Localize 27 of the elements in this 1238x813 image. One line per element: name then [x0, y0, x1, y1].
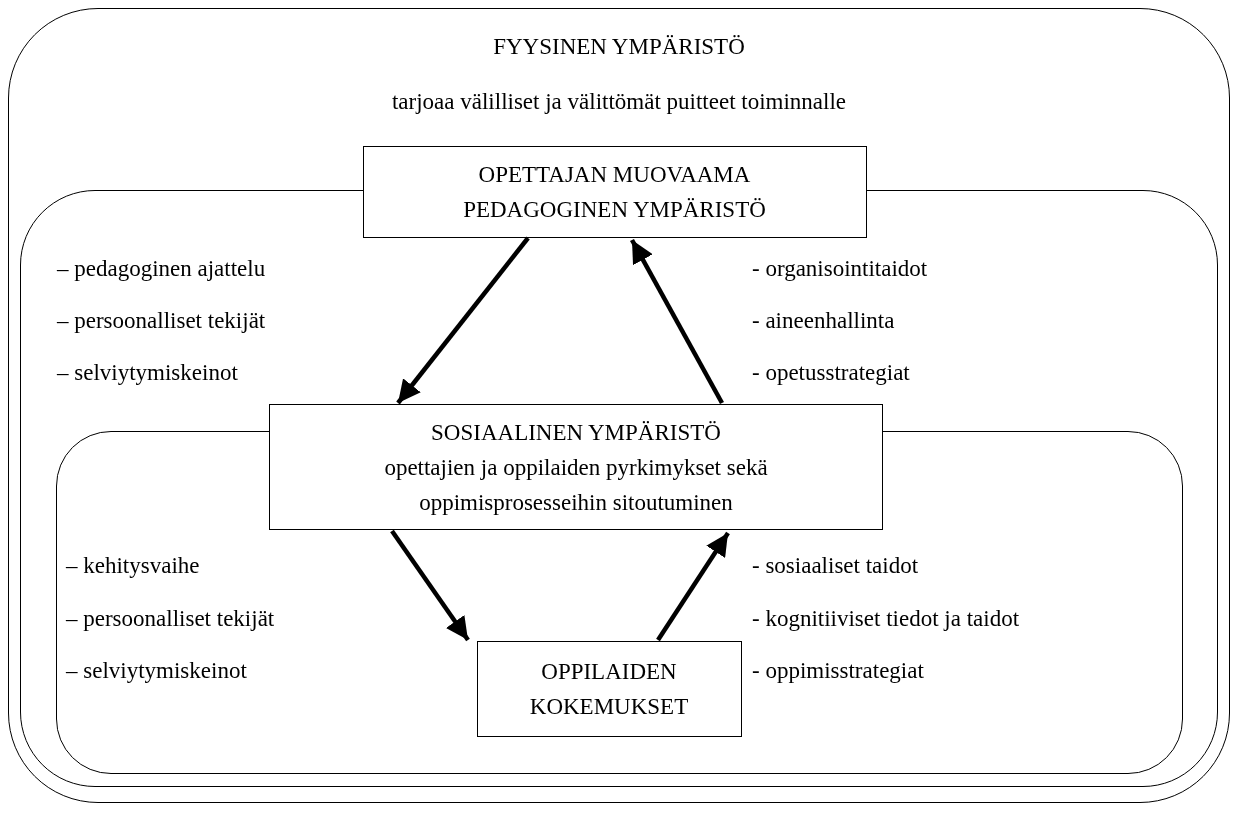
- list-item-text: – selviytymiskeinot: [66, 657, 247, 685]
- list-item-text: - opetusstrategiat: [752, 359, 910, 387]
- arrow: [656, 531, 730, 642]
- list-item-text: - kognitiiviset tiedot ja taidot: [752, 605, 1019, 633]
- arrow: [630, 238, 724, 405]
- list-item-text: – persoonalliset tekijät: [57, 307, 266, 335]
- list-item-text: – persoonalliset tekijät: [66, 605, 275, 633]
- process-box: [362, 145, 867, 238]
- heading-text: OPETTAJAN MUOVAAMA PEDAGOGINEN YMPÄRISTÖ: [462, 160, 767, 224]
- environment-frame: [19, 189, 1218, 787]
- arrow: [390, 529, 470, 642]
- list-item-text: – selviytymiskeinot: [57, 359, 238, 387]
- heading-text: SOSIAALINEN YMPÄRISTÖ: [430, 419, 722, 447]
- environment-frame: [8, 8, 1230, 803]
- list-item-text: - organisointitaidot: [752, 255, 928, 283]
- process-box: [269, 404, 883, 530]
- process-box: [476, 640, 742, 737]
- description-text: opettajien ja oppilaiden pyrkimykset sekä oppimisprosesseihin sitoutuminen: [383, 454, 769, 517]
- list-item-text: - sosiaaliset taidot: [752, 552, 919, 580]
- list-item-text: – kehitysvaihe: [66, 552, 200, 580]
- description-text: tarjoaa välilliset ja välittömät puitteet toiminnalle: [390, 88, 848, 116]
- list-item-text: - aineenhallinta: [752, 307, 895, 335]
- arrow: [396, 236, 530, 405]
- heading-text: OPPILAIDEN KOKEMUKSET: [528, 657, 690, 721]
- heading-text: FYYSINEN YMPÄRISTÖ: [492, 33, 746, 61]
- list-item-text: - oppimisstrategiat: [752, 657, 924, 685]
- list-item-text: – pedagoginen ajattelu: [57, 255, 266, 283]
